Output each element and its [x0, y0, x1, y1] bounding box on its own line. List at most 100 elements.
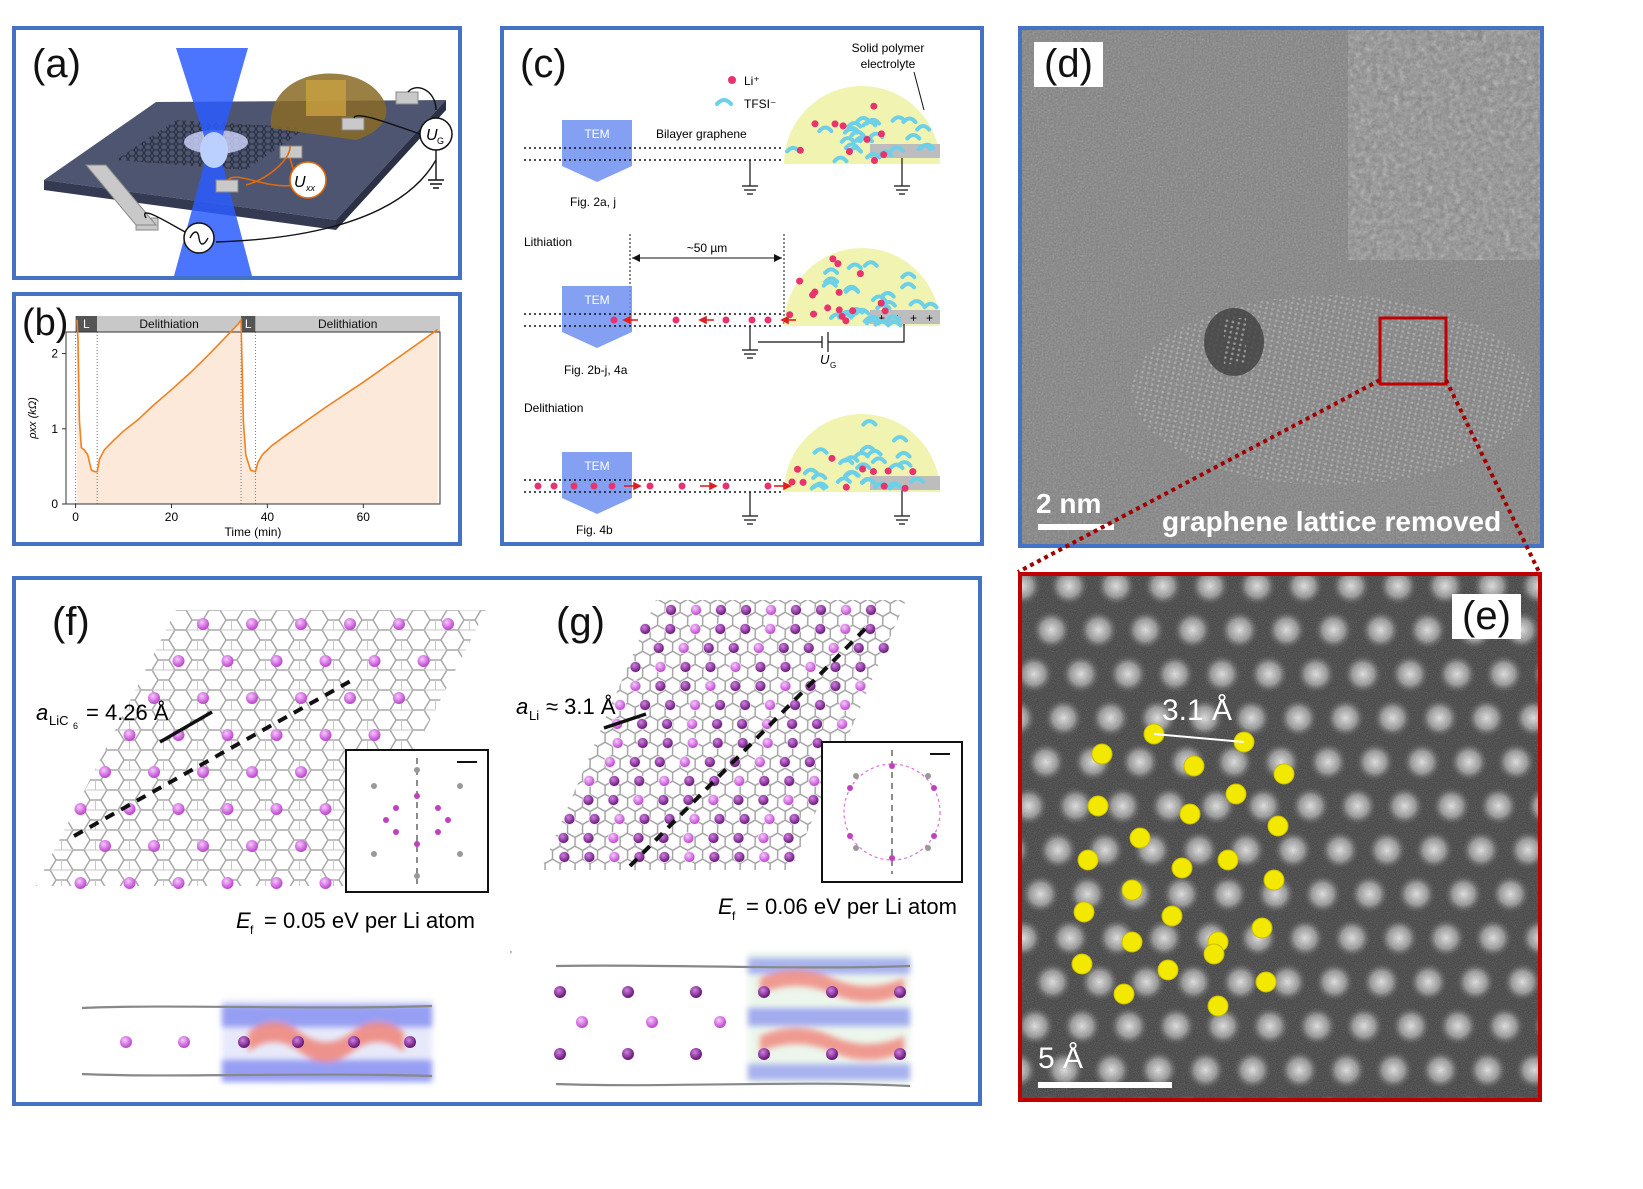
li-atom-g-61 [661, 718, 673, 730]
side-li-f-5 [404, 1036, 416, 1048]
li-atom-g-56 [789, 699, 801, 711]
li-atom-g-113 [713, 813, 726, 825]
li-atom-f-27 [246, 766, 258, 778]
plot-frame [65, 331, 441, 505]
li-atom-g-66 [786, 718, 798, 730]
li-atom-g-34 [754, 661, 767, 673]
li-atom-g-64 [736, 718, 748, 730]
li-atom-g-88 [608, 775, 621, 787]
diffraction-spot-f-5 [414, 873, 420, 879]
li-atom-f-32 [221, 803, 234, 815]
lattice-models: a LiC 6 = 4.26 Å E f = 0.05 eV per Li at… [36, 600, 963, 1088]
li-atom-g-105 [782, 794, 795, 806]
distance-label-e: 3.1 Å [1162, 694, 1233, 727]
li-atom-11 [1121, 879, 1143, 901]
li-atom-f-40 [74, 877, 87, 889]
li-atom-g-133 [708, 851, 721, 863]
side-li-g-13 [826, 1048, 838, 1060]
li-atom-g-129 [608, 851, 621, 863]
li-atom-g-5 [790, 604, 802, 616]
li-atom-g-0 [665, 604, 677, 616]
side-li-g-3 [758, 986, 770, 998]
diffraction-spot-f-9 [383, 817, 389, 823]
scale-bar-label-e: 5 Å [1038, 1042, 1084, 1075]
li-atom-f-28 [295, 766, 307, 778]
panel-c-label: (c) [520, 42, 567, 86]
li-atom-g-116 [788, 813, 801, 825]
xtick-label-2: 40 [261, 510, 275, 524]
side-li-f-4 [348, 1036, 360, 1048]
li-atom-g-19 [652, 642, 665, 654]
li-atom-g-82 [703, 756, 716, 768]
side-li-f-3 [292, 1036, 304, 1048]
li-dot-legend [728, 76, 736, 84]
ytick-label-0: 0 [51, 497, 58, 511]
electrolyte-label-2: electrolyte [861, 57, 916, 71]
li-atom-g-67 [811, 718, 823, 730]
uxx-symbol [289, 161, 327, 199]
panel-d: (d) 2 nm graphene lattice removed [1018, 26, 1544, 548]
area-fill [77, 319, 438, 504]
li-atom-g-132 [683, 851, 696, 863]
li-atom-g-109 [613, 813, 626, 825]
li-atom-g-128 [583, 851, 596, 863]
li-atom-2 [1091, 743, 1113, 765]
li-atom-f-8 [270, 655, 283, 667]
side-li-f-2 [238, 1036, 250, 1048]
li-atom-g-81 [678, 756, 691, 768]
li-atom-f-39 [295, 840, 307, 852]
band-label-1: Delithiation [139, 317, 198, 331]
li-atom-g-127 [558, 851, 571, 863]
side-li-g-4 [826, 986, 838, 998]
li-atom-g-24 [777, 642, 790, 654]
tem-label-3: TEM [584, 459, 609, 473]
li-atom-g-124 [732, 832, 745, 844]
li-atom-g-31 [679, 661, 692, 673]
li-atom-f-18 [123, 729, 136, 741]
li-atom-g-131 [658, 851, 671, 863]
li-atom-g-38 [854, 661, 867, 673]
legend-tfsi: TFSI⁻ [744, 97, 776, 111]
li-atom-5 [1087, 795, 1109, 817]
li-atom-f-1 [246, 618, 258, 630]
li-atom-g-25 [802, 642, 815, 654]
side-li-g-6 [576, 1016, 588, 1028]
li-atom-g-30 [654, 661, 667, 673]
li-atom-g-13 [739, 623, 752, 635]
li-atom-g-126 [782, 832, 795, 844]
tem-image-d [1022, 30, 1540, 544]
li-atom-g-32 [704, 661, 717, 673]
panel-f-label: (f) [52, 600, 90, 644]
li-atom-f-11 [417, 655, 430, 667]
li-atom-g-91 [683, 775, 696, 787]
li-atom-f-16 [344, 692, 356, 704]
diffraction-spot-g-1 [931, 785, 937, 791]
li-atom-g-79 [628, 756, 641, 768]
diffraction-spot-f-6 [414, 793, 420, 799]
li-atom-f-23 [368, 729, 381, 741]
li-atom-10 [1077, 849, 1099, 871]
band-0 [75, 316, 98, 332]
xtick-label-3: 60 [357, 510, 371, 524]
li-atom-f-37 [197, 840, 209, 852]
li-atom-25 [1207, 995, 1229, 1017]
li-atom-g-52 [689, 699, 701, 711]
li-atom-f-43 [221, 877, 234, 889]
li-atom-f-35 [99, 840, 111, 852]
li-atom-g-26 [827, 642, 840, 654]
li-atom-f-15 [295, 692, 307, 704]
li-atom-g-44 [754, 680, 767, 692]
lithiation-label: Lithiation [524, 235, 572, 249]
li-atom-g-23 [752, 642, 765, 654]
diffraction-spot-g-3 [847, 833, 853, 839]
band-2 [241, 316, 256, 332]
li-atom-f-44 [270, 877, 283, 889]
diffraction-spot-f-4 [457, 851, 463, 857]
li-atom-g-68 [836, 718, 848, 730]
li-atom-14 [1263, 869, 1285, 891]
caption-d: graphene lattice removed [1162, 506, 1502, 537]
li-atom-18 [1121, 931, 1143, 953]
diffraction-spot-f-3 [371, 851, 377, 857]
